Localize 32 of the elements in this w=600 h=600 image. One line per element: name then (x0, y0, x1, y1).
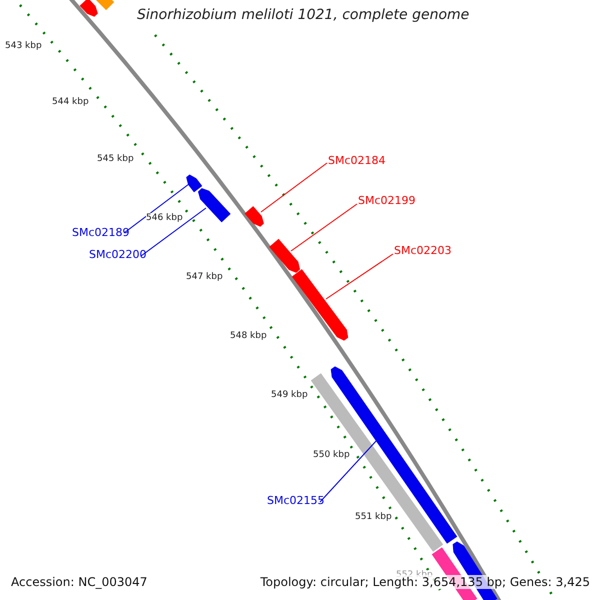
leader-line (290, 204, 358, 252)
gene-label: SMc02203 (394, 244, 452, 257)
position-label: 550 kbp (313, 450, 350, 460)
gene-label: SMc02184 (328, 154, 386, 167)
gene-block (244, 206, 264, 227)
position-label: 551 kbp (355, 512, 392, 522)
gene-block (269, 238, 300, 273)
leader-line (320, 440, 378, 502)
footer-text: Topology: circular; Length: 3,654,135 bp; Genes: 3,425 (258, 575, 592, 589)
leader-line (140, 208, 206, 256)
gene-bar (94, 0, 114, 10)
gene-label: SMc02199 (358, 194, 416, 207)
position-label: 547 kbp (186, 272, 223, 282)
gene-block (198, 188, 231, 222)
footer-text: Accession: NC_003047 (9, 575, 150, 589)
title: Sinorhizobium meliloti 1021, complete genome (137, 7, 470, 23)
leader-line (260, 162, 328, 212)
leader-line (124, 184, 190, 234)
gene-block (330, 366, 458, 544)
gene-label: SMc02155 (267, 494, 325, 507)
position-label: 548 kbp (230, 331, 267, 341)
gene-block (292, 269, 348, 341)
position-label: 543 kbp (5, 41, 42, 51)
gene-label: SMc02189 (72, 226, 130, 239)
gene-label: SMc02200 (89, 248, 147, 261)
leader-line (326, 254, 394, 300)
position-label: 549 kbp (271, 390, 308, 400)
position-label: 544 kbp (52, 97, 89, 107)
gene-block (186, 174, 202, 192)
gene-block (80, 0, 98, 17)
position-label: 546 kbp (146, 213, 183, 223)
position-label: 545 kbp (97, 154, 134, 164)
